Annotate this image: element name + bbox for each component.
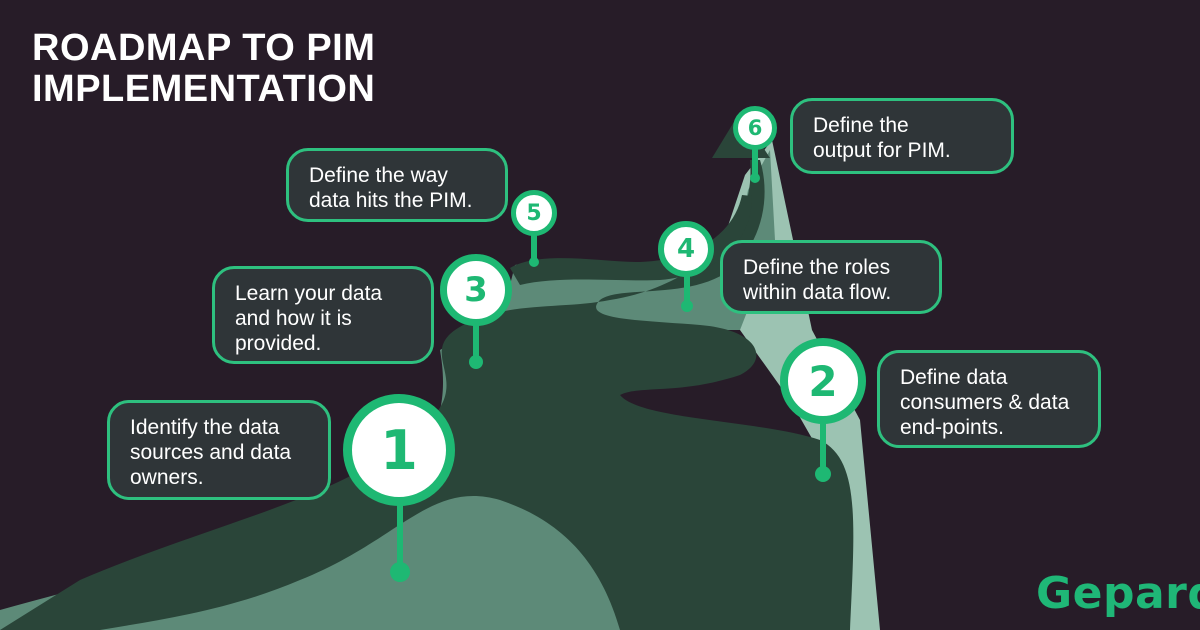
step-4-callout: Define the roles within data flow. xyxy=(720,240,942,314)
pin-dot-6 xyxy=(750,173,760,183)
step-4-number: 4 xyxy=(676,234,696,264)
step-5-marker: 5 xyxy=(511,190,557,236)
step-6-callout: Define the output for PIM. xyxy=(790,98,1014,174)
step-1-marker: 1 xyxy=(343,394,455,506)
step-6-number: 6 xyxy=(747,116,763,140)
step-3-marker: 3 xyxy=(440,254,512,326)
step-1-text-line-3: owners. xyxy=(130,466,204,489)
step-2-text-line-1: Define data xyxy=(900,366,1008,389)
pin-dot-4 xyxy=(681,300,693,312)
step-3-text-line-2: and how it is xyxy=(235,307,352,330)
step-5-number: 5 xyxy=(526,200,542,226)
pin-dot-2 xyxy=(815,466,831,482)
step-2-marker: 2 xyxy=(780,338,866,424)
title-line-2: IMPLEMENTATION xyxy=(32,68,376,110)
step-5-text-line-1: Define the way xyxy=(309,164,448,187)
step-3-number: 3 xyxy=(464,270,488,310)
road-light-face-upper xyxy=(500,150,775,350)
step-3-text-line-3: provided. xyxy=(235,332,322,355)
step-2-text-line-3: end-points. xyxy=(900,416,1004,439)
step-6-text-line-1: Define the xyxy=(813,114,909,137)
gepard-logo: Gepard xyxy=(1036,568,1200,619)
step-4-text-line-2: within data flow. xyxy=(743,281,892,304)
step-6-text-line-2: output for PIM. xyxy=(813,139,951,162)
pin-dot-3 xyxy=(469,355,483,369)
pin-dot-5 xyxy=(529,257,539,267)
title-line-1: ROADMAP TO PIM xyxy=(32,27,376,69)
step-1-text-line-1: Identify the data xyxy=(130,416,280,439)
step-1-text-line-2: sources and data xyxy=(130,441,292,464)
step-4-marker: 4 xyxy=(658,221,714,277)
step-1-number: 1 xyxy=(380,418,418,482)
step-3-callout: Learn your data and how it is provided. xyxy=(212,266,434,364)
step-6-marker: 6 xyxy=(733,106,777,150)
road-dark-path xyxy=(0,160,854,630)
step-5-callout: Define the way data hits the PIM. xyxy=(286,148,508,222)
step-2-number: 2 xyxy=(808,356,838,406)
step-2-text-line-2: consumers & data xyxy=(900,391,1070,414)
step-4-text-line-1: Define the roles xyxy=(743,256,891,279)
pin-dot-1 xyxy=(390,562,410,582)
step-3-text-line-1: Learn your data xyxy=(235,282,383,305)
step-1-callout: Identify the data sources and data owner… xyxy=(107,400,331,500)
page-title: ROADMAP TO PIM IMPLEMENTATION xyxy=(32,28,375,110)
step-2-callout: Define data consumers & data end-points. xyxy=(877,350,1101,448)
step-5-text-line-2: data hits the PIM. xyxy=(309,189,473,212)
